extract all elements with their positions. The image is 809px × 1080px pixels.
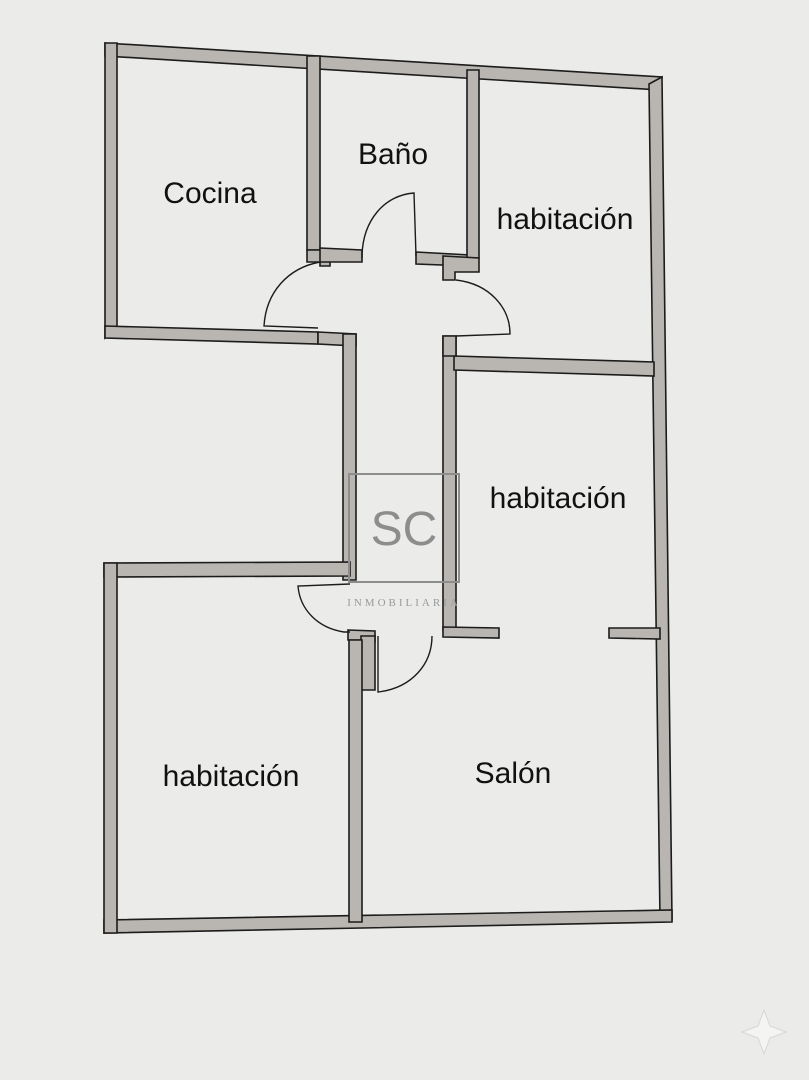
room-label-bedroom-bottom-left: habitación — [163, 760, 300, 793]
wall-bedroom-separator — [453, 355, 655, 377]
watermark-subtitle: INMOBILIARIA — [347, 597, 461, 609]
wall-salon-entry-stub — [360, 635, 376, 691]
room-labels: Cocina Baño habitación habitación habita… — [163, 138, 634, 793]
wall-outer-left-lower — [103, 562, 118, 934]
wall-corridor-left — [342, 333, 357, 581]
room-label-bathroom: Baño — [358, 138, 428, 171]
wall-bath-bedroom — [466, 69, 480, 259]
room-label-bedroom-top-right: habitación — [497, 203, 634, 236]
wall-outer-right — [648, 75, 673, 921]
wall-bath-bedroom-foot — [442, 255, 480, 281]
watermark-logo: SC INMOBILIARIA — [347, 473, 461, 609]
watermark-frame — [348, 473, 460, 583]
doors — [263, 192, 511, 693]
wall-bedroom-salon-divider — [348, 639, 363, 923]
wall-bedroom-salon-left — [442, 626, 500, 639]
door-bathroom — [361, 192, 417, 259]
door-salon — [377, 635, 433, 693]
wall-outer-top — [104, 42, 663, 91]
wall-kitchen-bottom — [104, 325, 319, 345]
room-label-bedroom-middle-right: habitación — [490, 482, 627, 515]
wall-bath-bottom-left — [319, 247, 363, 263]
room-label-living-room: Salón — [475, 757, 552, 790]
door-bedroom-top — [455, 279, 511, 337]
wall-kitchen-bath — [306, 55, 321, 251]
wall-outer-left-upper — [104, 42, 118, 340]
room-label-kitchen: Cocina — [163, 177, 257, 210]
wall-bedroom-separator-stub — [442, 335, 457, 357]
door-kitchen — [263, 261, 321, 329]
wall-corridor-right — [442, 335, 457, 631]
door-corridor-left — [297, 583, 351, 633]
watermark-monogram: SC — [371, 503, 438, 556]
sparkle-icon — [740, 1008, 788, 1056]
walls — [103, 42, 673, 934]
wall-indent-bottom — [103, 561, 351, 578]
wall-outer-bottom — [103, 909, 673, 934]
wall-bedroom-salon-right — [608, 627, 661, 640]
